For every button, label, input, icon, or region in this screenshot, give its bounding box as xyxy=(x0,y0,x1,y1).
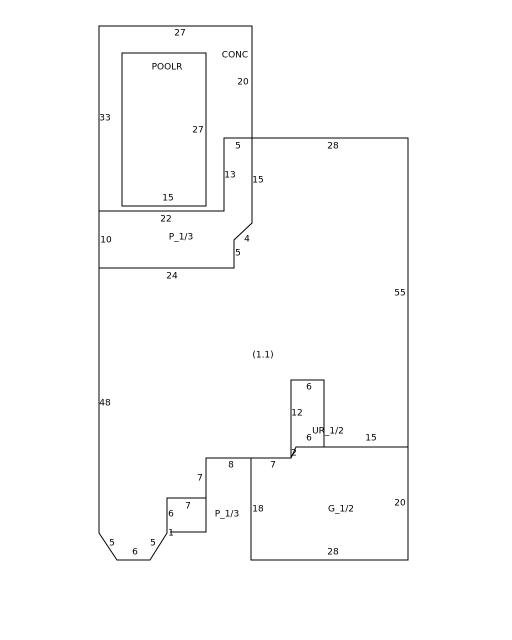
dimension-label: 5 xyxy=(109,539,115,549)
dimension-label: 6 xyxy=(132,548,138,558)
dimension-label: 1 xyxy=(168,529,174,539)
dimension-label: 5 xyxy=(235,142,241,152)
dimension-label: 18 xyxy=(252,505,264,515)
dimension-label: 6 xyxy=(168,510,174,520)
dimension-label: 7 xyxy=(185,502,191,512)
pool-outline xyxy=(121,52,207,207)
dimension-label: 20 xyxy=(237,78,249,88)
dimension-label: 4 xyxy=(244,235,250,245)
dimension-label: 15 xyxy=(365,434,376,444)
dimension-label: 48 xyxy=(99,399,111,409)
dimension-label: 22 xyxy=(160,215,171,225)
dimension-label: 6 xyxy=(306,434,312,444)
small-patio-outline xyxy=(167,497,207,533)
area-label-poolr: POOLR xyxy=(152,63,183,73)
dimension-label: 10 xyxy=(100,236,112,246)
garage-outline xyxy=(250,446,409,561)
dimension-label: 8 xyxy=(228,461,234,471)
dimension-label: 7 xyxy=(197,474,203,484)
dimension-label: 15 xyxy=(252,176,263,186)
dimension-label: 20 xyxy=(394,499,406,509)
dimension-label: 28 xyxy=(327,548,339,558)
area-label-main: (1.1) xyxy=(252,351,273,361)
dimension-label: 2 xyxy=(291,449,297,459)
dimension-label: 24 xyxy=(166,272,178,282)
dimension-label: 5 xyxy=(150,539,156,549)
dimension-label: 6 xyxy=(306,383,312,393)
dimension-label: 55 xyxy=(394,289,405,299)
area-label-conc: CONC xyxy=(222,51,248,61)
area-label-patio-bottom: P_1/3 xyxy=(215,510,239,520)
dimension-label: 27 xyxy=(174,29,185,39)
dimension-label: 15 xyxy=(162,194,173,204)
dimension-label: 27 xyxy=(192,126,203,136)
conc-boundary-line xyxy=(99,137,253,269)
dimension-label: 5 xyxy=(235,249,241,259)
dimension-label: 33 xyxy=(99,114,110,124)
area-label-upper-room: UR_1/2 xyxy=(312,427,344,437)
dimension-label: 12 xyxy=(291,409,302,419)
building-outline xyxy=(98,25,409,561)
dimension-label: 28 xyxy=(327,142,339,152)
area-label-patio-top: P_1/3 xyxy=(169,233,193,243)
area-label-garage: G_1/2 xyxy=(328,505,354,515)
dimension-label: 7 xyxy=(270,461,276,471)
dimension-label: 13 xyxy=(224,171,235,181)
